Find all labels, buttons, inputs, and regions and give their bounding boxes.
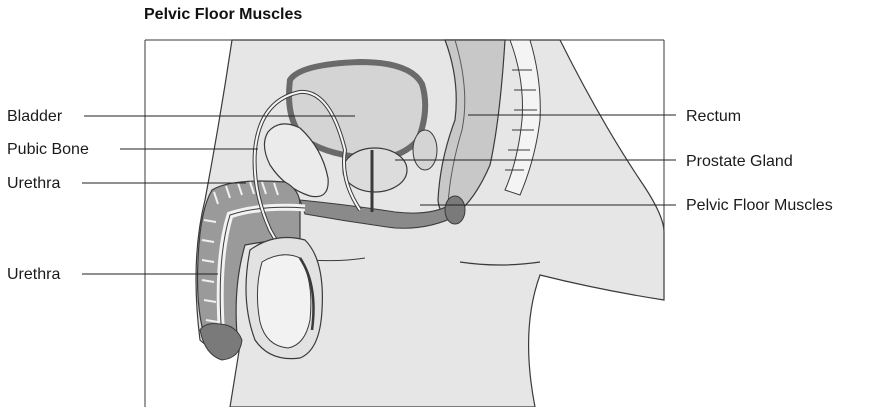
anal-sphincter [445, 196, 465, 224]
seminal-vesicle [413, 130, 437, 170]
label-pubic-bone: Pubic Bone [7, 141, 89, 158]
label-bladder: Bladder [7, 108, 63, 125]
testis [257, 255, 310, 348]
label-prostate-gland: Prostate Gland [686, 153, 793, 170]
prostate-gland [343, 148, 407, 192]
label-pelvic-floor-muscles: Pelvic Floor Muscles [686, 197, 833, 214]
label-urethra-upper: Urethra [7, 175, 60, 192]
label-rectum: Rectum [686, 108, 741, 125]
label-urethra-lower: Urethra [7, 266, 60, 283]
